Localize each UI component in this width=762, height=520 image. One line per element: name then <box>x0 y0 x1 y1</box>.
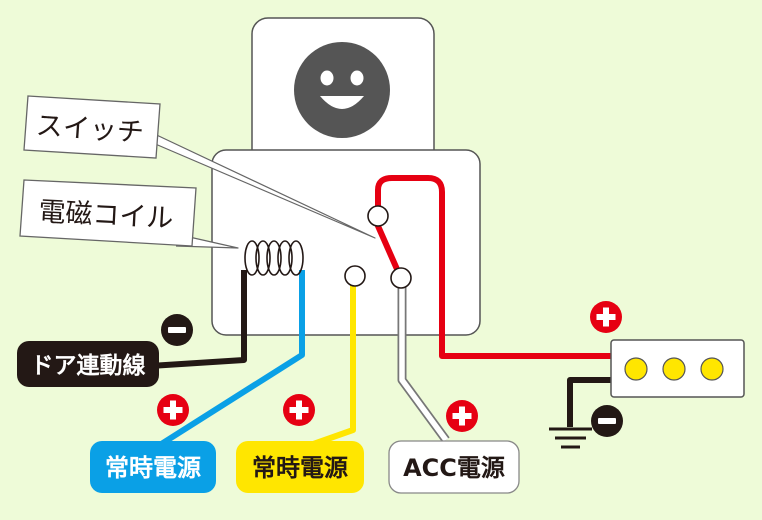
terminal-yellow <box>344 265 366 287</box>
terminal-acc <box>390 267 412 289</box>
ground-wire-black <box>567 377 612 427</box>
outlet-box <box>251 17 435 189</box>
minus-circle-icon <box>161 314 193 346</box>
plus-circle-icon <box>157 394 189 426</box>
coil-label: 電磁コイル <box>38 196 174 234</box>
door-wire-black <box>149 350 247 369</box>
switch-terminal-top <box>367 205 389 227</box>
plus-circle-icon <box>446 400 478 432</box>
electromagnetic-coil <box>244 240 304 276</box>
switch-wire-red <box>375 175 612 359</box>
door-wire-label: ドア連動線 <box>31 352 146 379</box>
switch-callout-line <box>145 129 376 239</box>
switch-arm <box>375 223 403 279</box>
acc-wire-white <box>399 284 449 442</box>
const-power-yellow-tag: 常時電源 <box>236 441 364 493</box>
plus-circle-icon <box>283 394 315 426</box>
connector-block <box>610 339 745 398</box>
acc-power-tag: ACC電源 <box>388 440 520 494</box>
plus-circle-icon <box>590 301 622 333</box>
const-power-blue-label: 常時電源 <box>105 454 201 482</box>
switch-label: スイッチ <box>35 110 145 148</box>
minus-circle-icon <box>591 405 623 437</box>
door-wire-tag: ドア連動線 <box>17 341 159 387</box>
const-power-yellow-label: 常時電源 <box>252 454 348 482</box>
ground-icon <box>549 427 592 449</box>
acc-power-label: ACC電源 <box>403 454 505 482</box>
smiley-face-icon <box>294 42 390 138</box>
switch-callout: スイッチ <box>23 95 161 159</box>
const-power-blue-tag: 常時電源 <box>90 441 216 493</box>
coil-callout: 電磁コイル <box>19 179 197 247</box>
constant-power-wire-blue <box>153 350 305 451</box>
